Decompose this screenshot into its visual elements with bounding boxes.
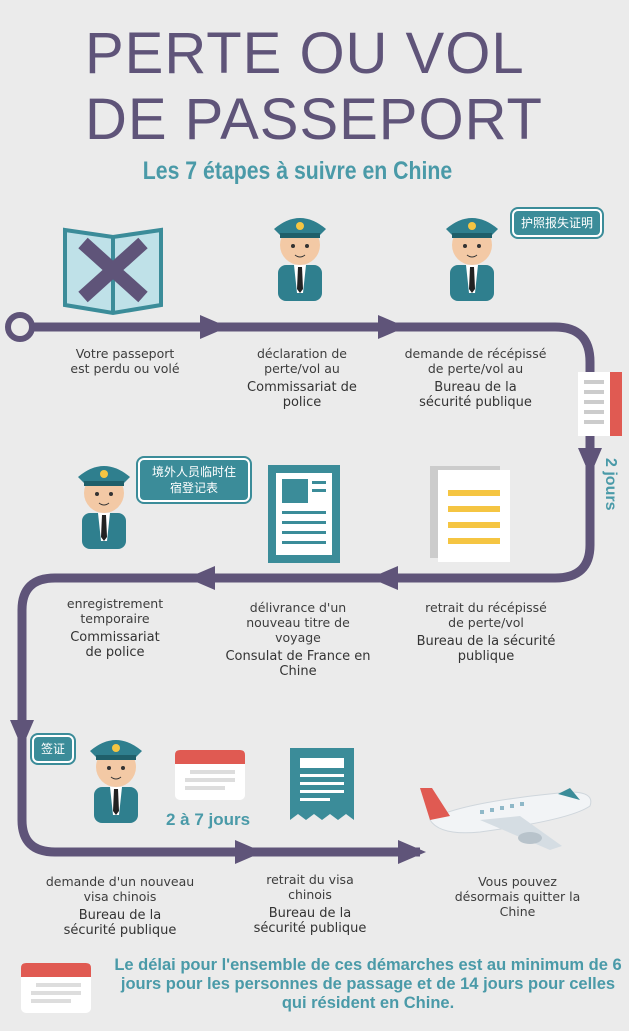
step-action: enregistrement temporaire (66, 596, 164, 626)
policeman-icon (273, 217, 327, 302)
step-action: délivrance d'un nouveau titre de voyage (246, 600, 350, 645)
step-action: demande de récépissé de perte/vol au (404, 346, 547, 376)
policeman-icon (77, 465, 131, 550)
step-action: Vous pouvez désormais quitter la Chine (454, 874, 581, 919)
step-place: Bureau de la sécurité publique (63, 908, 177, 938)
duration-label: 2 jours (602, 458, 619, 511)
speech-bubble: 签证 (29, 733, 77, 765)
page-title-line2: DE PASSEPORT (85, 87, 543, 152)
step-action: déclaration de perte/vol au (257, 346, 347, 376)
step-place: Commissariat de police (247, 380, 357, 410)
building-icon (578, 372, 622, 436)
step-action: retrait du récépissé de perte/vol (425, 600, 547, 630)
start-circle (5, 312, 35, 342)
page-subtitle: Les 7 étapes à suivre en Chine (142, 157, 453, 185)
step-place: Commissariat de police (70, 630, 160, 660)
step-place: Consulat de France en Chine (225, 649, 371, 679)
footer-note: Le délai pour l'ensemble de ces démarche… (114, 956, 622, 1012)
duration-label: 2 à 7 jours (166, 810, 251, 829)
open-book-icon (63, 227, 163, 316)
step-action: retrait du visa chinois (266, 872, 354, 902)
policeman-icon (89, 739, 143, 824)
document-icon (268, 465, 340, 563)
speech-bubble: 境外人员临时住宿登记表 (136, 456, 252, 504)
page-title: PERTE OU VOL (85, 21, 525, 86)
timeline-line (17, 322, 595, 857)
visa-document-icon (290, 748, 354, 820)
step-2: déclaration de perte/vol au Commissariat … (242, 346, 362, 410)
step-3: demande de récépissé de perte/vol au Bure… (388, 346, 563, 410)
policeman-icon (445, 217, 499, 302)
calendar-icon (21, 963, 91, 1013)
airplane-icon (420, 788, 592, 850)
calendar-icon (175, 750, 245, 800)
arrows (10, 315, 602, 864)
step-place: Bureau de la sécurité publique (416, 634, 556, 664)
step-action: demande d'un nouveau visa chinois (45, 874, 195, 904)
step-9: Vous pouvez désormais quitter la Chine (430, 874, 605, 919)
receipt-icon (430, 466, 510, 562)
step-1: Votre passeport est perdu ou volé (70, 346, 180, 376)
step-place: Bureau de la sécurité publique (253, 906, 367, 936)
step-action: Votre passeport est perdu ou volé (70, 346, 180, 376)
speech-bubble: 护照报失证明 (509, 207, 605, 239)
step-place: Bureau de la sécurité publique (419, 380, 532, 410)
